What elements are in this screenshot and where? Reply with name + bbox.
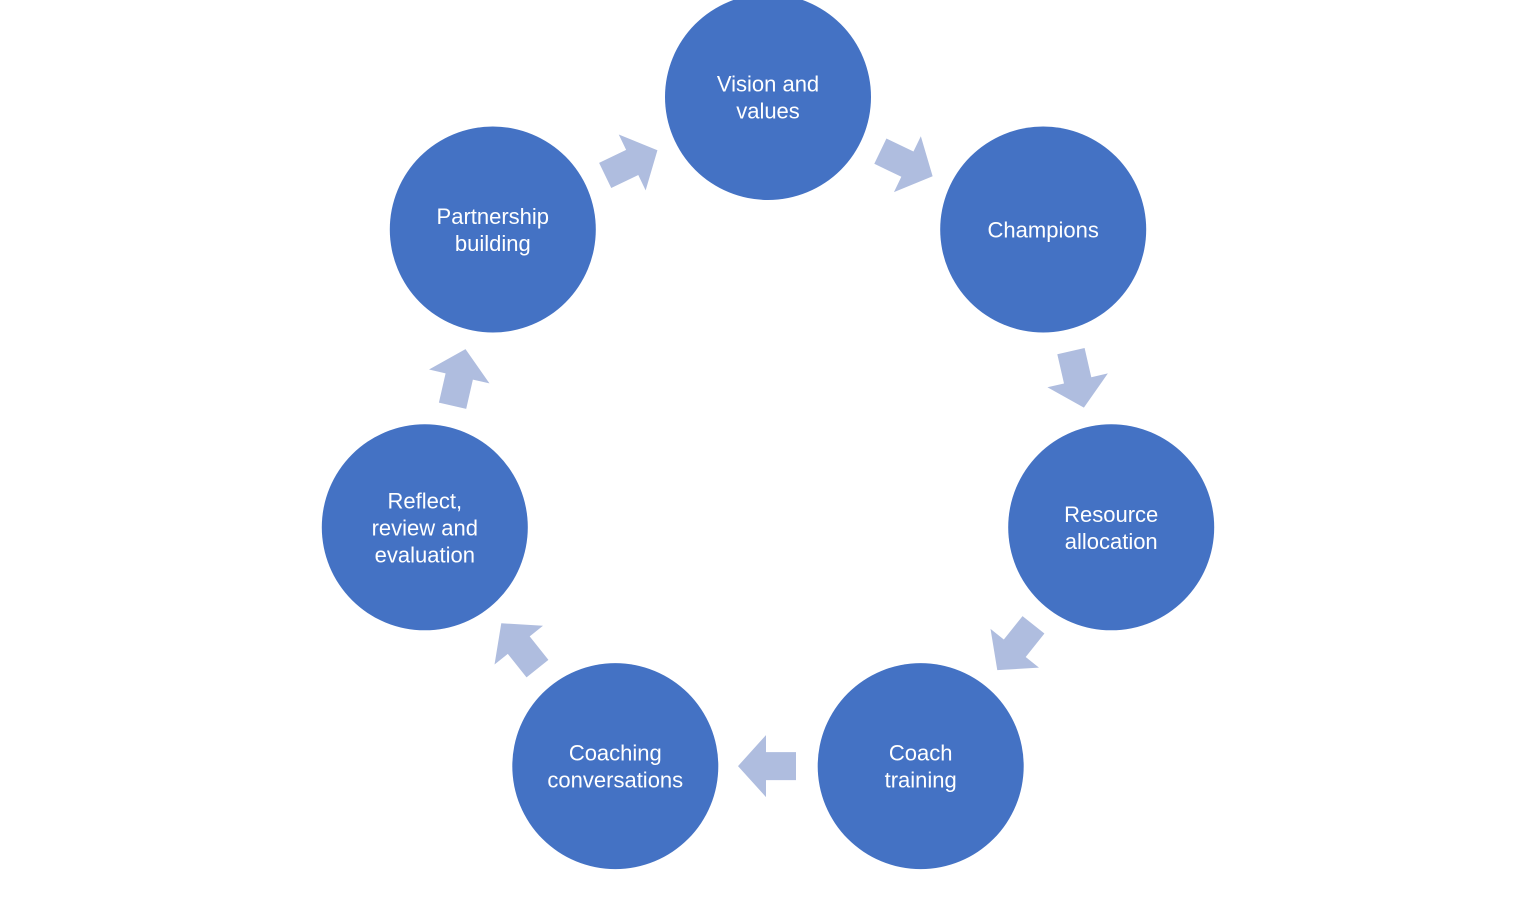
node-label-line: values	[736, 99, 800, 124]
arrow-icon	[738, 735, 796, 798]
node-label-line: building	[455, 231, 531, 256]
node-label-line: Vision and	[717, 72, 819, 97]
node-label-line: Champions	[988, 218, 1099, 243]
node-circle	[321, 424, 528, 631]
node-label-line: training	[885, 768, 957, 793]
node-label-line: Reflect,	[388, 488, 463, 513]
cycle-arrow	[494, 623, 549, 678]
arrow-icon	[429, 349, 490, 409]
cycle-arrow	[990, 616, 1045, 671]
node-circle	[512, 663, 719, 870]
cycle-arrow	[429, 349, 490, 409]
cycle-arrow	[738, 735, 796, 798]
node-label-line: allocation	[1065, 529, 1158, 554]
arrow-icon	[599, 134, 658, 191]
arrows	[429, 134, 1108, 798]
node-label-line: evaluation	[375, 542, 475, 567]
arrow-icon	[1047, 347, 1108, 408]
cycle-arrow	[1047, 347, 1108, 408]
node-circle	[817, 663, 1024, 870]
cycle-arrow	[599, 134, 658, 191]
arrow-icon	[874, 136, 933, 193]
cycle-arrow	[874, 136, 933, 193]
node-circle	[1008, 424, 1215, 631]
arrow-icon	[494, 623, 549, 678]
node-circle	[940, 126, 1147, 333]
node-label-line: Resource	[1064, 502, 1158, 527]
node-label-line: review and	[372, 515, 478, 540]
node-label-line: conversations	[547, 768, 683, 793]
cycle-node-champions: Champions	[940, 126, 1147, 333]
node-label-line: Coaching	[569, 741, 662, 766]
node-circle	[665, 0, 871, 200]
node-circle	[389, 126, 596, 333]
node-label-line: Coach	[889, 741, 953, 766]
arrow-icon	[990, 616, 1045, 671]
node-label: Champions	[988, 218, 1099, 243]
node-label-line: Partnership	[437, 204, 550, 229]
